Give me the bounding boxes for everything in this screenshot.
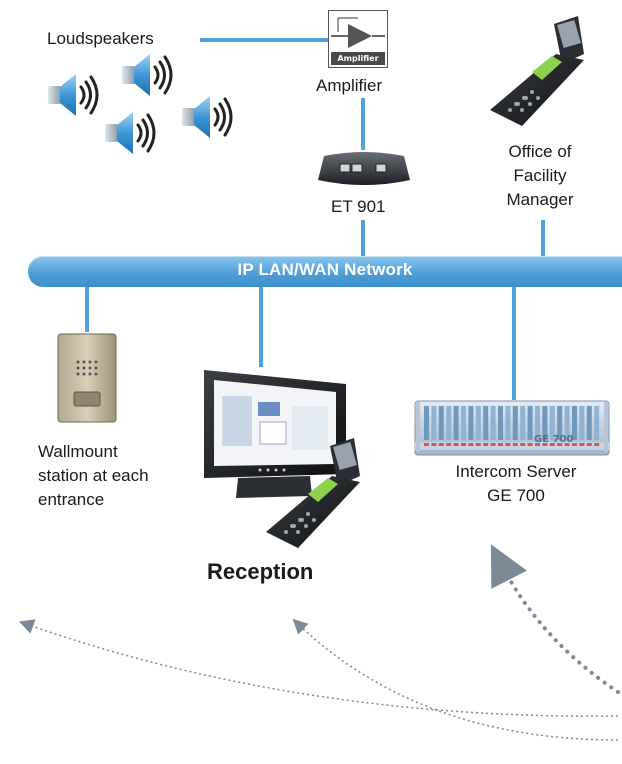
wallmount-line: Wallmount bbox=[38, 442, 118, 461]
reception-label: Reception bbox=[207, 559, 314, 584]
flow-arrows bbox=[0, 540, 622, 764]
monitor-icon bbox=[200, 366, 356, 506]
speaker-icon bbox=[180, 94, 240, 140]
intercom-server-label: Intercom Server GE 700 bbox=[428, 460, 604, 508]
flow-arrow bbox=[490, 544, 620, 694]
flow-arrow bbox=[18, 619, 619, 717]
wallmount-line: station at each bbox=[38, 466, 149, 485]
wire-facility-network bbox=[541, 220, 545, 258]
desk-phone-icon bbox=[486, 14, 596, 130]
wallmount-label: Wallmount station at each entrance bbox=[38, 440, 149, 512]
speaker-icon bbox=[120, 52, 180, 98]
wallmount-line: entrance bbox=[38, 490, 105, 509]
facility-manager-line: Manager bbox=[506, 190, 574, 209]
wire-et901-network bbox=[361, 220, 365, 258]
wire-server-network bbox=[512, 285, 516, 400]
speaker-icon bbox=[103, 110, 163, 156]
amplifier-label: Amplifier bbox=[316, 76, 383, 95]
amplifier-badge: Amplifier bbox=[337, 54, 379, 63]
loudspeakers-label: Loudspeakers bbox=[47, 29, 154, 48]
facility-manager-label: Office of Facility Manager bbox=[488, 140, 592, 212]
server-badge: GE 700 bbox=[534, 434, 574, 445]
facility-manager-line: Office of bbox=[508, 142, 572, 161]
intercom-server-line: Intercom Server bbox=[455, 462, 577, 481]
facility-manager-line: Facility bbox=[513, 166, 567, 185]
speaker-icon bbox=[46, 72, 106, 118]
intercom-server-line: GE 700 bbox=[487, 486, 545, 505]
wire-reception-network bbox=[259, 285, 263, 367]
flow-arrow bbox=[292, 618, 619, 741]
server-rack-icon bbox=[414, 400, 610, 456]
wire-loudspeakers-amplifier bbox=[200, 38, 328, 42]
network-label: IP LAN/WAN Network bbox=[237, 260, 413, 279]
network-bar: IP LAN/WAN Network bbox=[28, 256, 622, 287]
amplifier-icon bbox=[328, 10, 388, 68]
et901-device-icon bbox=[316, 150, 412, 190]
wire-amplifier-et901 bbox=[361, 98, 365, 150]
intercom-panel-icon bbox=[56, 332, 118, 424]
desk-phone-icon bbox=[262, 436, 372, 552]
et901-label: ET 901 bbox=[331, 197, 386, 216]
wire-wallmount-network bbox=[85, 285, 89, 332]
